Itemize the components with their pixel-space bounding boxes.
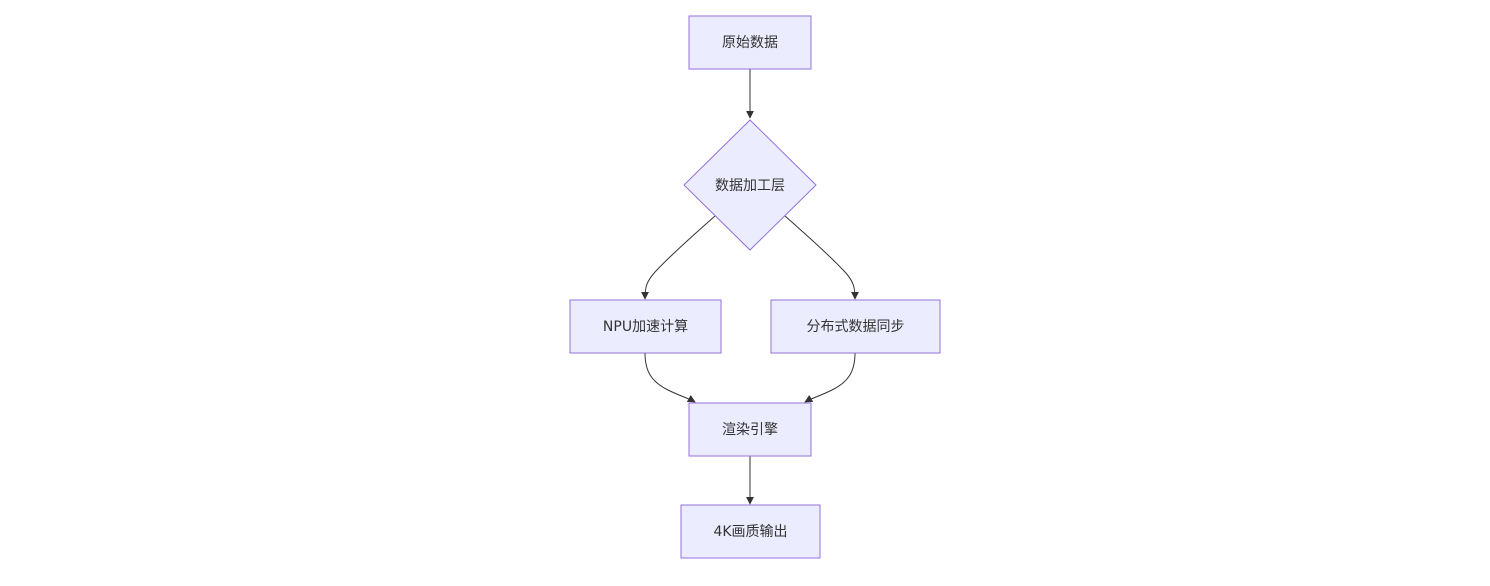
node-raw-data-label: 原始数据 (722, 35, 778, 51)
node-npu-compute-box (569, 299, 722, 354)
node-distributed-sync-box (770, 299, 941, 354)
edge-processing-layer-to-distributed-sync (784, 215, 859, 300)
edge-distributed-sync-to-render-engine (804, 352, 856, 403)
node-distributed-sync-label: 分布式数据同步 (807, 319, 905, 335)
node-processing-layer-diamond (683, 119, 817, 251)
node-npu-compute[interactable]: NPU加速计算 (569, 299, 722, 354)
node-raw-data[interactable]: 原始数据 (688, 15, 812, 70)
edges (641, 69, 859, 505)
node-output-4k[interactable]: 4K画质输出 (680, 504, 821, 559)
node-distributed-sync[interactable]: 分布式数据同步 (770, 299, 941, 354)
node-render-engine-box (688, 402, 812, 457)
node-processing-layer[interactable]: 数据加工层 (683, 119, 817, 251)
node-render-engine[interactable]: 渲染引擎 (688, 402, 812, 457)
node-render-engine-label: 渲染引擎 (722, 422, 778, 438)
node-npu-compute-label: NPU加速计算 (603, 319, 688, 335)
node-raw-data-box (688, 15, 812, 70)
node-processing-layer-label: 数据加工层 (715, 178, 785, 194)
node-output-4k-label: 4K画质输出 (713, 524, 787, 540)
edge-npu-compute-to-render-engine (644, 352, 696, 403)
node-output-4k-box (680, 504, 821, 559)
edge-processing-layer-to-npu-compute (641, 215, 716, 300)
